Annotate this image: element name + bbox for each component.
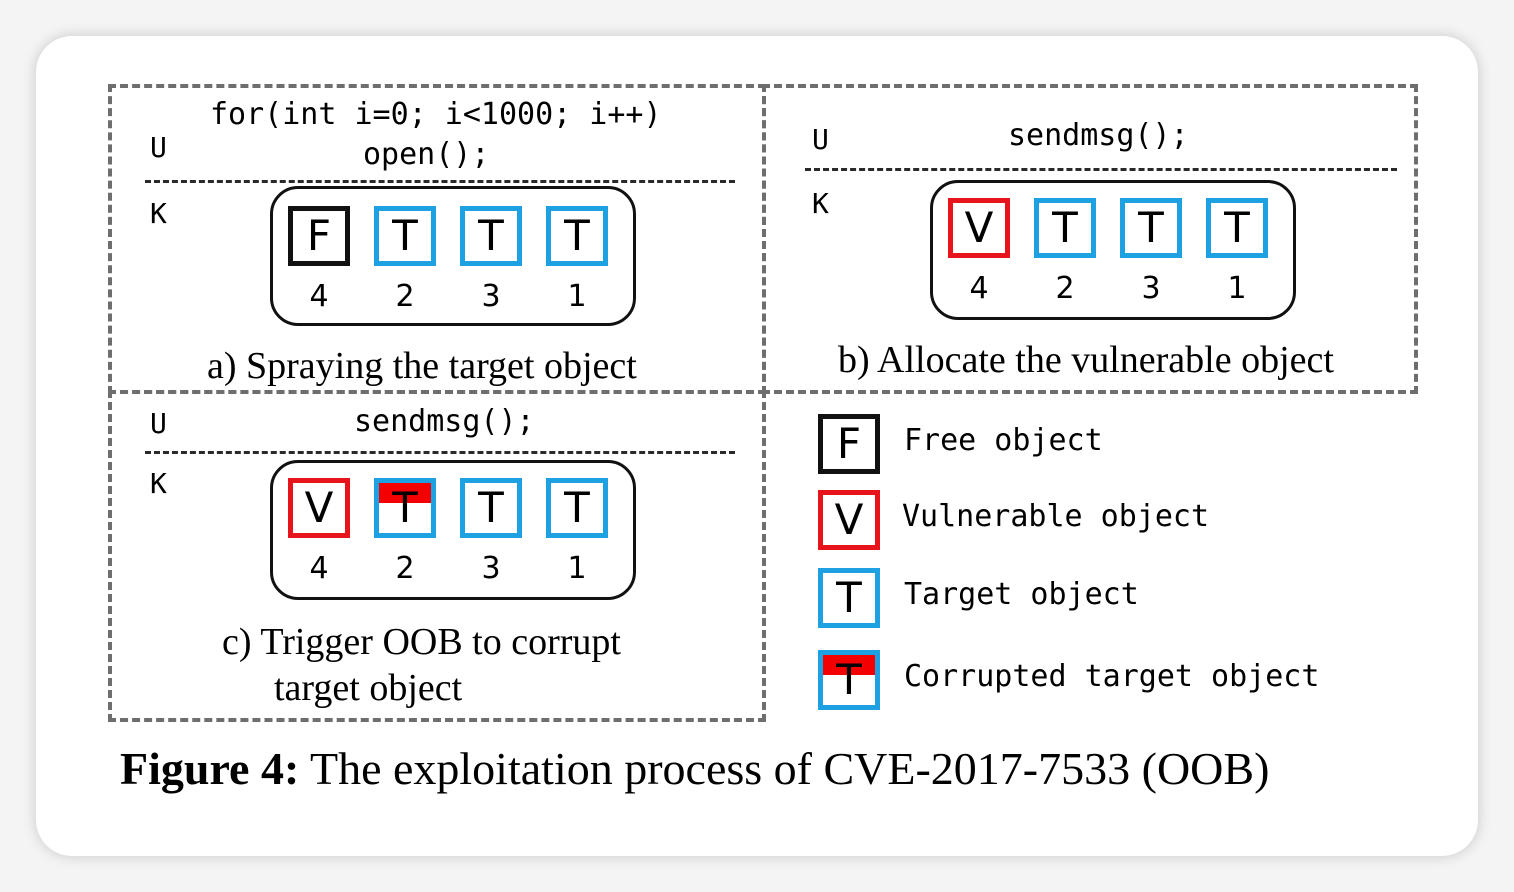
panel-b-object-container [930, 180, 1296, 320]
legend-corrupted-object: T [818, 650, 880, 710]
panel-c-caption-line2: target object [274, 667, 463, 709]
panel-c-code-line1: sendmsg(); [354, 404, 535, 439]
panel-c-user-label: U [150, 407, 167, 440]
legend-label: Target object [904, 577, 1139, 612]
object-letter: F [306, 211, 332, 260]
object-letter: T [564, 483, 590, 532]
panel-c-target-object: T [460, 478, 522, 538]
panel-a-object-container [270, 186, 636, 326]
object-letter: T [1138, 203, 1164, 252]
panel-a-kernel-label: K [150, 197, 167, 230]
object-letter: T [564, 211, 590, 260]
panel-c-separator [145, 451, 735, 454]
panel-b-object-index: 4 [969, 271, 989, 306]
object-letter: V [964, 203, 994, 252]
corruption-band [823, 655, 875, 675]
panel-b-caption: b) Allocate the vulnerable object [838, 339, 1334, 381]
object-letter: T [1224, 203, 1250, 252]
panel-a-target-object: T [374, 206, 436, 266]
panel-a-code-line1: for(int i=0; i<1000; i++) [210, 97, 662, 132]
object-letter: T [836, 655, 862, 704]
figure-title: The exploitation process of CVE-2017-753… [309, 743, 1270, 794]
panel-b-kernel-label: K [812, 187, 829, 220]
panel-b-object-index: 3 [1141, 271, 1161, 306]
legend-free-object: F [818, 414, 880, 474]
panel-b-code-line1: sendmsg(); [1008, 118, 1189, 153]
legend-vulnerable-object: V [818, 490, 880, 550]
panel-a-user-label: U [150, 131, 167, 164]
object-letter: T [836, 573, 862, 622]
panel-b-target-object: T [1120, 198, 1182, 258]
panel-c-kernel-label: K [150, 467, 167, 500]
panel-a-object-index: 3 [481, 279, 501, 314]
panel-c-caption-line1: c) Trigger OOB to corrupt [222, 621, 621, 663]
object-letter: V [304, 483, 334, 532]
panel-a-separator [145, 180, 735, 183]
panel-c-object-index: 4 [309, 551, 329, 586]
object-letter: F [836, 419, 862, 468]
figure-caption: Figure 4: The exploitation process of CV… [120, 746, 1269, 792]
panel-b-separator [805, 168, 1397, 171]
panel-c-target-object: T [546, 478, 608, 538]
object-letter: V [834, 495, 864, 544]
panel-a-target-object: T [460, 206, 522, 266]
panel-c-object-index: 2 [395, 551, 415, 586]
panel-c-object-index: 1 [567, 551, 587, 586]
panel-c-object-index: 3 [481, 551, 501, 586]
panel-b-target-object: T [1206, 198, 1268, 258]
legend-target-object: T [818, 568, 880, 628]
panel-b [762, 84, 1418, 394]
legend-label: Free object [904, 423, 1103, 458]
figure-label: Figure 4: [120, 743, 300, 794]
object-letter: T [478, 483, 504, 532]
panel-b-user-label: U [812, 123, 829, 156]
object-letter: T [392, 483, 418, 532]
panel-a-caption: a) Spraying the target object [207, 345, 637, 387]
panel-b-vulnerable-object: V [948, 198, 1010, 258]
legend-label: Vulnerable object [902, 499, 1210, 534]
panel-a-code-line2: open(); [363, 137, 490, 172]
legend-label: Corrupted target object [904, 659, 1320, 694]
panel-a-free-object: F [288, 206, 350, 266]
object-letter: T [478, 211, 504, 260]
panel-b-object-index: 1 [1227, 271, 1247, 306]
panel-c-vulnerable-object: V [288, 478, 350, 538]
panel-c-object-container [270, 460, 636, 600]
object-letter: T [392, 211, 418, 260]
panel-a-target-object: T [546, 206, 608, 266]
panel-c-corrupted-object: T [374, 478, 436, 538]
panel-c [108, 390, 766, 722]
panel-a-object-index: 2 [395, 279, 415, 314]
object-letter: T [1052, 203, 1078, 252]
panel-a-object-index: 1 [567, 279, 587, 314]
corruption-band [379, 483, 431, 503]
panel-b-object-index: 2 [1055, 271, 1075, 306]
panel-a-object-index: 4 [309, 279, 329, 314]
panel-b-target-object: T [1034, 198, 1096, 258]
